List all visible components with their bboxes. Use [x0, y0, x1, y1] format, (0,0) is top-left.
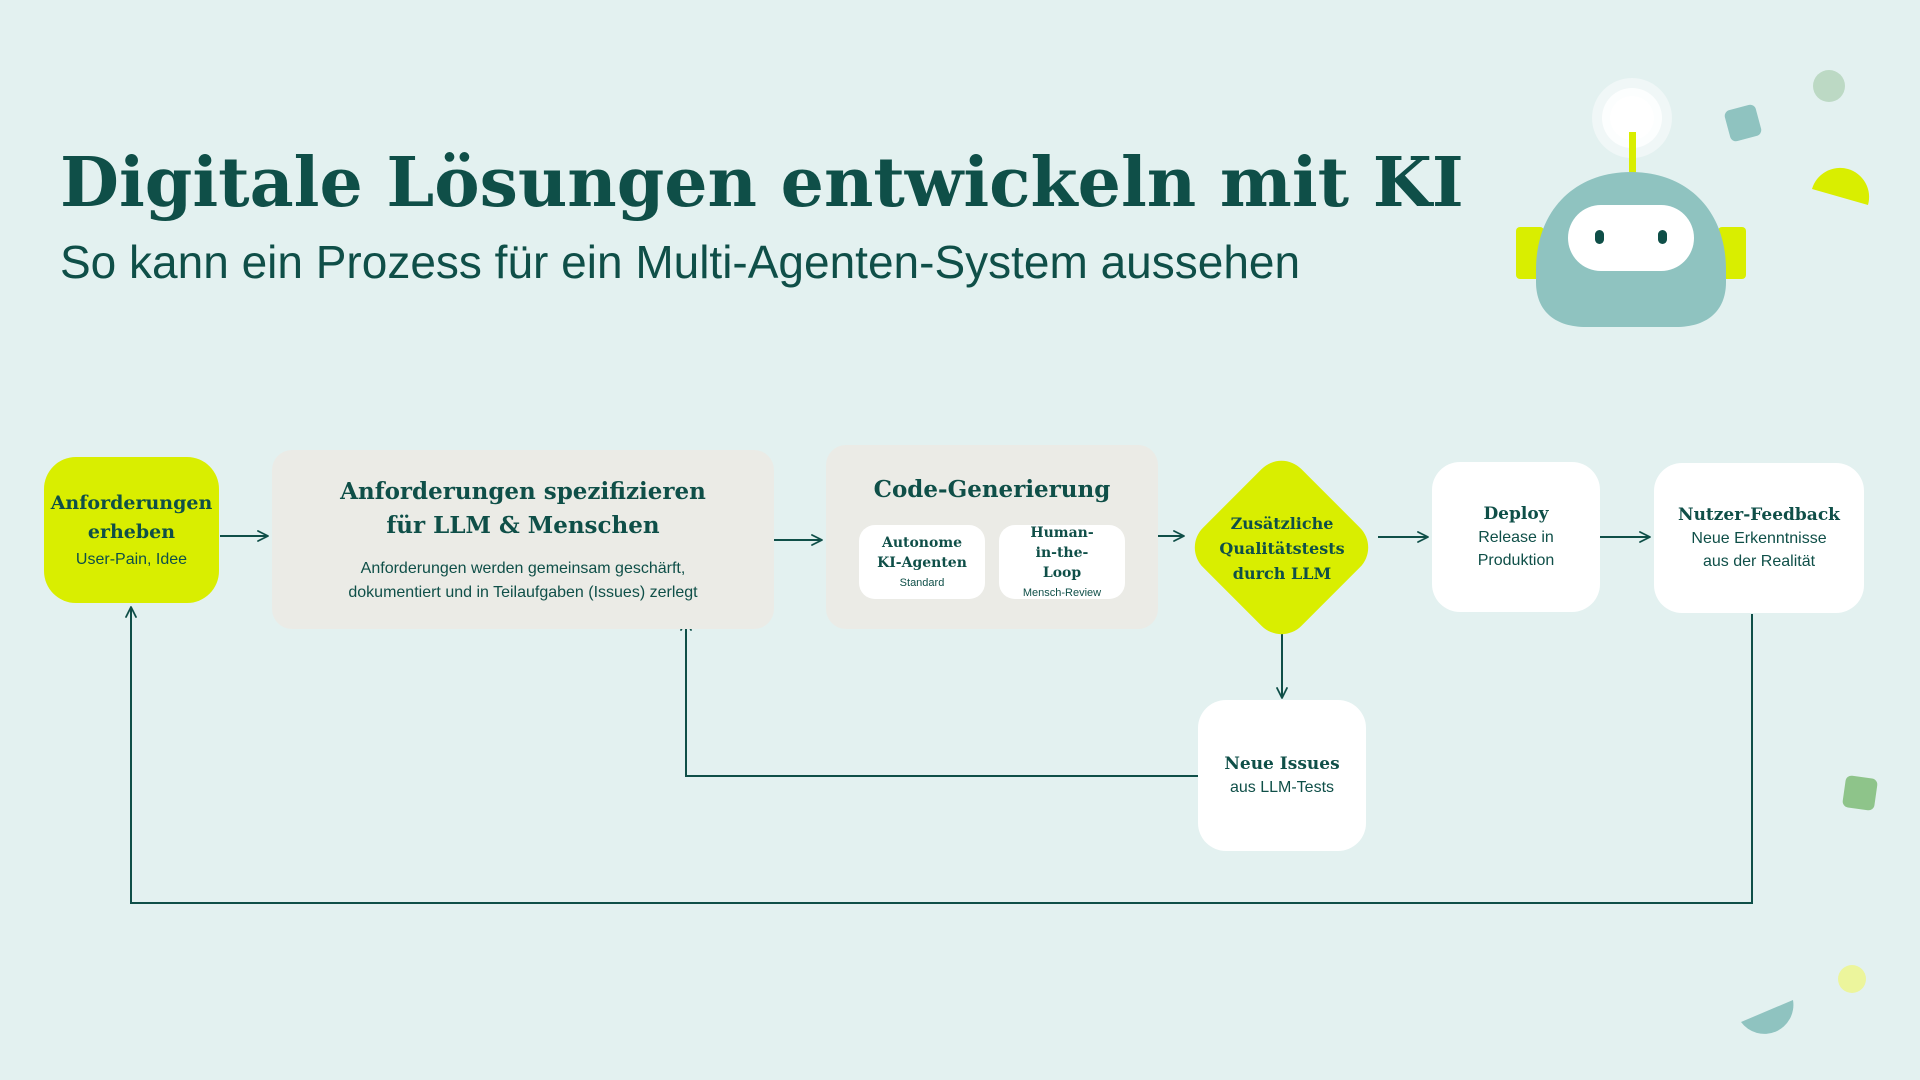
card-human-in-the-loop: Human-in-the-Loop Mensch-Review	[999, 525, 1125, 599]
arrow-feedback-to-erheben	[125, 606, 1753, 904]
node-title: Neue Issues	[1224, 754, 1340, 774]
node-subtitle: Release in Produktion	[1477, 529, 1555, 569]
node-anforderungen-spezifizieren: Anforderungen spezifizieren für LLM & Me…	[272, 450, 774, 629]
node-nutzer-feedback: Nutzer-Feedback Neue Erkenntnisse aus de…	[1654, 463, 1864, 613]
decor-square-icon	[1842, 775, 1878, 811]
decor-circle-icon	[1838, 965, 1866, 993]
node-title: Code-Generierung	[873, 476, 1111, 503]
node-subtitle: aus LLM-Tests	[1229, 779, 1335, 796]
node-title: Anforderungen spezifizieren für LLM & Me…	[340, 477, 706, 539]
node-subtitle: User-Pain, Idee	[75, 551, 188, 568]
decor-semicircle-icon	[1741, 1000, 1794, 1034]
node-anforderungen-erheben: Anforderungen erheben User-Pain, Idee	[44, 457, 219, 603]
node-title: Nutzer-Feedback	[1678, 505, 1840, 525]
card-subtitle: Mensch-Review	[1022, 587, 1102, 599]
robot-icon	[1516, 78, 1746, 327]
arrow-issues-to-spezifizieren	[680, 619, 1198, 777]
node-code-generierung: Code-Generierung Autonome KI-Agenten Sta…	[826, 445, 1158, 629]
decor-circle-icon	[1813, 70, 1845, 102]
node-subtitle: Neue Erkenntnisse aus der Realität	[1691, 530, 1827, 570]
card-autonome-ki-agenten: Autonome KI-Agenten Standard	[859, 525, 985, 599]
node-deploy: Deploy Release in Produktion	[1432, 462, 1600, 612]
code-generation-options: Autonome KI-Agenten Standard Human-in-th…	[859, 525, 1125, 599]
card-title: Human-in-the-Loop	[1030, 525, 1094, 581]
card-subtitle: Standard	[899, 577, 945, 589]
node-qualitaetstests: Zusätzliche Qualitätstests durch LLM	[1182, 488, 1382, 608]
decor-square-icon	[1724, 104, 1762, 142]
page-title: Digitale Lösungen entwickeln mit KI	[60, 143, 1464, 223]
node-neue-issues: Neue Issues aus LLM-Tests	[1198, 700, 1366, 851]
node-title: Zusätzliche Qualitätstests durch LLM	[1219, 513, 1345, 583]
node-title: Deploy	[1483, 504, 1549, 524]
decor-semicircle-icon	[1812, 167, 1870, 205]
page-subtitle: So kann ein Prozess für ein Multi-Agente…	[60, 236, 1301, 288]
node-description: Anforderungen werden gemeinsam geschärft…	[348, 559, 698, 601]
card-title: Autonome KI-Agenten	[877, 535, 967, 571]
node-title: Anforderungen erheben	[50, 492, 213, 543]
